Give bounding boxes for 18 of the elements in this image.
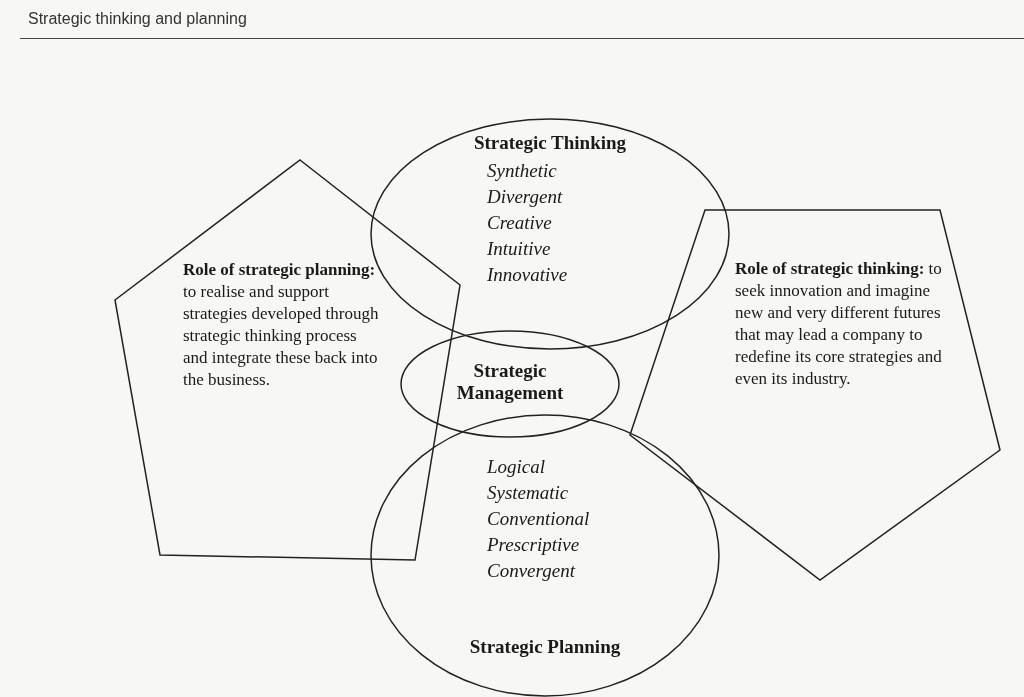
node-heading: Strategic Management [455,360,565,404]
node-description: Role of strategic planning: to realise and support strategies developed through strategic thinking process and integrate these back into the business. [183,259,380,392]
node-term: Convergent [487,560,575,583]
node-term: Creative [487,212,552,235]
node-term: Synthetic [487,160,557,183]
node-heading: Strategic Planning [468,636,622,658]
node-heading: Strategic Thinking [472,132,628,154]
node-term: Divergent [487,186,563,209]
node-term: Innovative [487,264,568,287]
node-term: Prescriptive [487,534,580,557]
node-term: Intuitive [487,238,551,261]
node-description: Role of strategic thinking: to seek innovation and imagine new and very different futures that may lead a company to redefine its core strategies and even its industry. [735,258,943,391]
page-title: Strategic thinking and planning [28,10,247,28]
node-term: Conventional [487,508,590,531]
node-term: Logical [487,456,546,479]
ellipse-shape [370,414,720,697]
node-term: Systematic [487,482,569,505]
ellipse-shape [400,330,620,438]
